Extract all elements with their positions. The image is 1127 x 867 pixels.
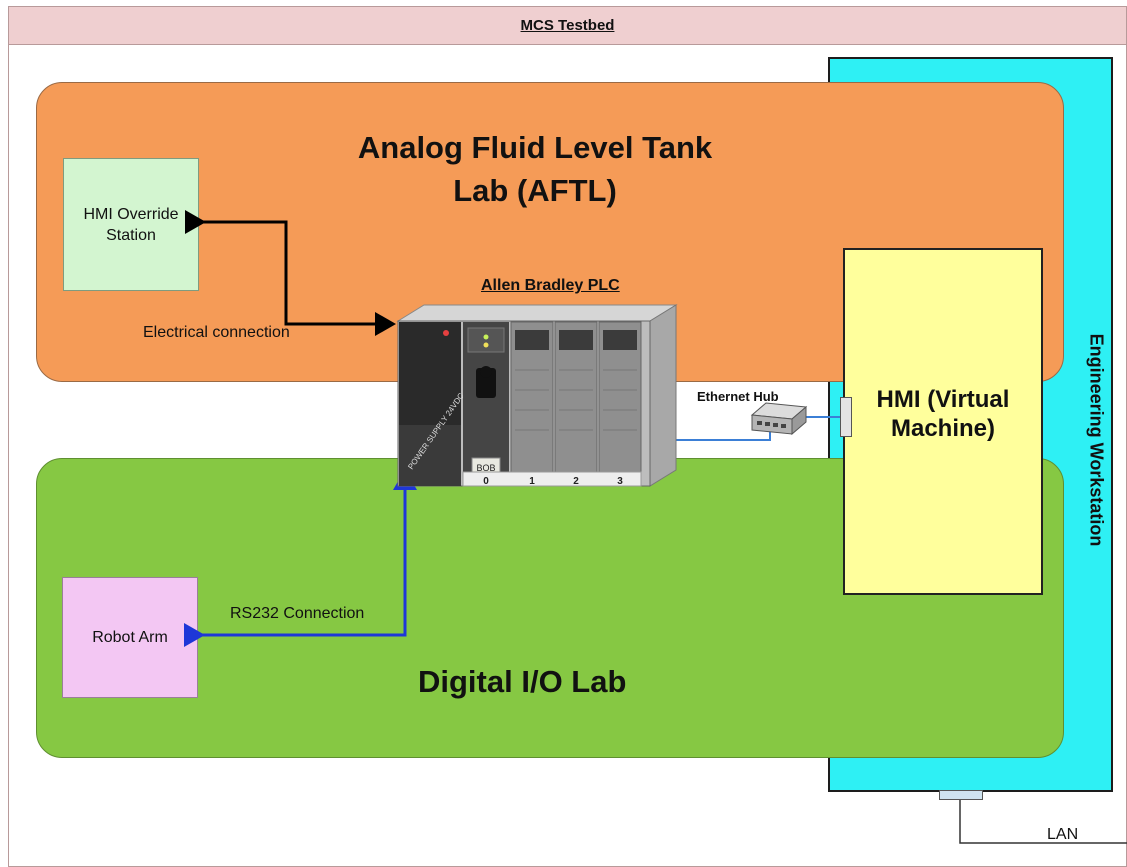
plc-slot-0: 0	[483, 476, 489, 487]
aftl-title: Analog Fluid Level Tank Lab (AFTL)	[357, 130, 713, 208]
digital-io-title: Digital I/O Lab	[418, 664, 627, 699]
electrical-connection-line	[185, 210, 396, 336]
title-bar: MCS Testbed	[8, 6, 1127, 45]
plc-chassis: POWER SUPPLY 24VDC BOB	[396, 304, 678, 487]
electrical-connection-label: Electrical connection	[143, 324, 290, 341]
plc-label: Allen Bradley PLC	[481, 277, 620, 294]
lan-port	[939, 790, 983, 800]
robot-arm-label: Robot Arm	[92, 628, 168, 646]
hmi-network-port	[840, 397, 852, 437]
hmi-virtual-machine	[843, 248, 1043, 595]
plc-slot-2: 2	[573, 476, 579, 487]
hmi-virtual-machine-label: HMI (Virtual Machine)	[876, 386, 1010, 442]
ethernet-hub-label: Ethernet Hub	[697, 389, 779, 404]
plc-slot-3: 3	[617, 476, 623, 487]
rs232-connection-line	[184, 469, 417, 647]
plc-key-label: BOB	[476, 463, 495, 473]
rs232-connection-label: RS232 Connection	[230, 605, 365, 622]
hmi-override-label: HMI Override Station	[83, 205, 179, 244]
ethernet-hub-icon	[750, 402, 808, 436]
lan-line	[959, 800, 1127, 844]
lan-label: LAN	[1047, 826, 1079, 843]
diagram-title: MCS Testbed	[520, 17, 615, 34]
plc-slot-1: 1	[529, 476, 535, 487]
hmi-override-station: HMI Override Station	[63, 158, 199, 291]
robot-arm: Robot Arm	[62, 577, 198, 698]
